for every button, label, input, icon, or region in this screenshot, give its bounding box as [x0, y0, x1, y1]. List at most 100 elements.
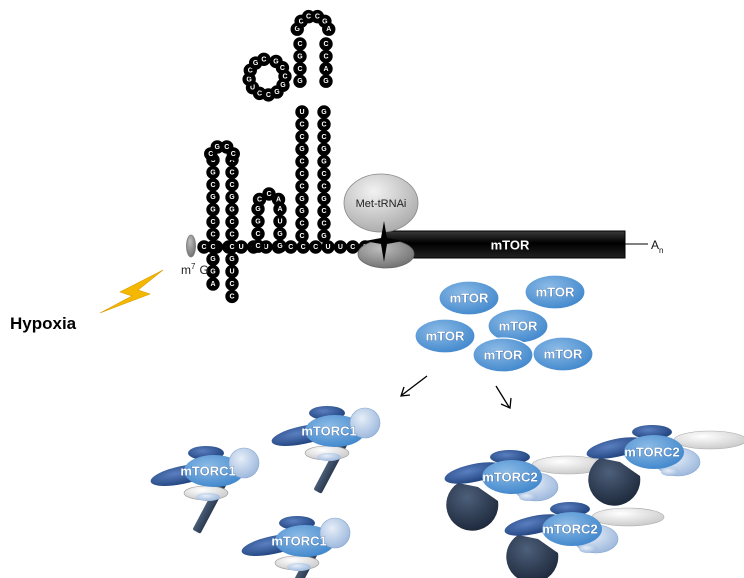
mtorc2-label: mTORC2: [624, 445, 679, 460]
nucleotide: C: [226, 147, 240, 161]
svg-text:mTOR: mTOR: [536, 285, 575, 300]
svg-text:C: C: [210, 244, 215, 251]
svg-text:G: G: [210, 256, 216, 263]
mtor-protein: mTOR: [438, 280, 500, 316]
nucleotide: G: [225, 252, 239, 266]
nucleotide: C: [251, 239, 265, 253]
svg-text:C: C: [201, 244, 206, 251]
nucleotide: C: [225, 165, 239, 180]
nucleotide: G: [295, 204, 309, 218]
svg-text:C: C: [297, 41, 302, 48]
svg-text:C: C: [210, 231, 215, 238]
nucleotide: C: [225, 178, 239, 192]
svg-text:C: C: [229, 281, 234, 288]
svg-text:U: U: [250, 85, 255, 92]
nucleotide: G: [317, 229, 331, 243]
svg-text:U: U: [239, 244, 244, 251]
svg-text:U: U: [325, 244, 330, 251]
nucleotide: C: [293, 62, 307, 76]
svg-text:G: G: [229, 256, 235, 263]
nucleotide: C: [293, 37, 307, 51]
nucleotide: C: [225, 277, 239, 291]
mtor-protein: mTOR: [472, 337, 534, 373]
svg-text:G: G: [210, 269, 216, 276]
nucleotide: A: [206, 277, 220, 291]
polya-tail-label: An: [651, 238, 663, 255]
svg-text:A: A: [326, 26, 331, 33]
nucleotide: G: [317, 105, 331, 119]
mtorc1-complex: mTORC1: [241, 516, 351, 578]
nucleotide: C: [317, 130, 331, 144]
svg-text:G: G: [274, 89, 280, 96]
svg-text:C: C: [299, 233, 304, 240]
nucleotide: G: [317, 142, 331, 156]
nucleotide: C: [225, 240, 239, 254]
nucleotide: U: [295, 105, 309, 119]
nucleotide: C: [251, 227, 265, 241]
nucleotide: G: [317, 192, 331, 206]
nucleotide: A: [271, 192, 286, 207]
nucleotide: C: [317, 216, 331, 231]
nucleotide: C: [308, 240, 323, 254]
svg-text:C: C: [257, 197, 262, 204]
svg-text:G: G: [280, 82, 286, 89]
nucleotide: G: [317, 154, 331, 169]
svg-text:C: C: [299, 183, 304, 190]
svg-text:C: C: [210, 219, 215, 226]
svg-text:C: C: [313, 244, 318, 251]
svg-text:G: G: [299, 208, 305, 215]
nucleotide: G: [293, 49, 307, 64]
mtorc2-label: mTORC2: [542, 522, 597, 537]
nucleotide: C: [319, 49, 333, 64]
svg-text:mTOR: mTOR: [426, 329, 465, 344]
mtorc1-label: mTORC1: [271, 534, 326, 549]
svg-text:C: C: [321, 134, 326, 141]
mtor-protein: mTOR: [524, 274, 586, 310]
svg-text:U: U: [229, 269, 234, 276]
svg-text:A: A: [276, 197, 281, 204]
nucleotide: G: [206, 165, 220, 180]
svg-text:G: G: [255, 218, 261, 225]
nucleotide: C: [346, 240, 360, 254]
svg-text:G: G: [321, 146, 327, 153]
nucleotide: C: [252, 192, 267, 207]
svg-text:C: C: [321, 171, 326, 178]
svg-text:A: A: [229, 157, 234, 164]
svg-text:C: C: [229, 293, 234, 300]
svg-text:C: C: [280, 65, 285, 72]
nucleotide: C: [206, 215, 220, 229]
svg-text:mTOR: mTOR: [484, 348, 523, 363]
svg-text:C: C: [306, 14, 311, 21]
nucleotide: C: [225, 215, 239, 229]
mtor-protein: mTOR: [532, 336, 594, 372]
nucleotide: G: [273, 239, 287, 253]
mtorc2-complex: mTORC2: [504, 502, 665, 578]
nucleotide: C: [317, 179, 331, 194]
svg-text:G: G: [321, 109, 327, 116]
svg-text:G: G: [210, 194, 216, 201]
svg-text:G: G: [229, 207, 235, 214]
svg-text:C: C: [321, 221, 326, 228]
svg-text:C: C: [299, 159, 304, 166]
m7g-cap-shape: [186, 234, 196, 258]
svg-text:C: C: [301, 244, 306, 251]
svg-text:G: G: [277, 231, 283, 238]
svg-text:G: G: [297, 78, 303, 85]
svg-text:A: A: [210, 281, 215, 288]
mtorc2-label: mTORC2: [482, 470, 537, 485]
nucleotide: U: [333, 240, 348, 254]
mtorc1-label: mTORC1: [301, 424, 356, 439]
start-codon-star-icon: [365, 221, 403, 262]
mtorc2-complex: mTORC2: [586, 425, 744, 506]
svg-text:C: C: [282, 73, 287, 80]
svg-text:G: G: [273, 58, 279, 65]
nucleotide: C: [317, 117, 331, 132]
svg-text:C: C: [288, 244, 293, 251]
svg-text:C: C: [323, 41, 328, 48]
svg-text:C: C: [321, 183, 326, 190]
mtorc1-complex: mTORC1: [150, 446, 260, 534]
nucleotide: G: [225, 202, 239, 217]
svg-text:C: C: [248, 67, 253, 74]
